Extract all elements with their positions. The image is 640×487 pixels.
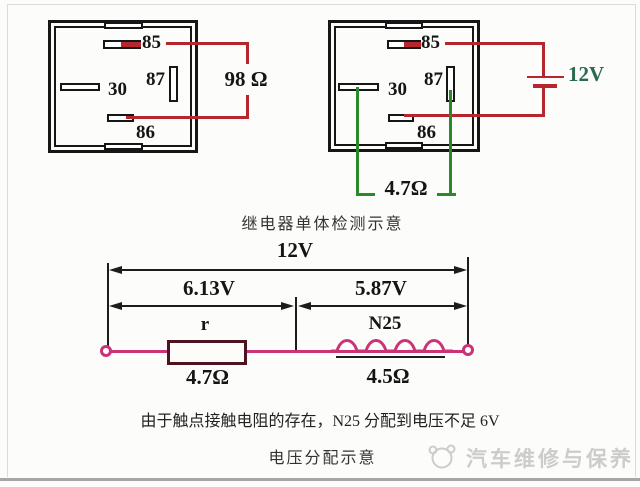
relay-left-pin30-label: 30	[108, 79, 127, 100]
frame-right	[635, 4, 636, 477]
ohmmeter-wire-right-lower	[246, 95, 249, 119]
dim-line-middle	[295, 297, 297, 351]
relay-right-pin86-slot	[388, 114, 414, 122]
relay-right-pin86-label: 86	[417, 122, 436, 143]
resistor-label: r	[200, 314, 210, 335]
relay-left-pin85-label: 85	[142, 32, 161, 53]
green-wire-pin30	[356, 87, 359, 196]
battery-voltage-label: 12V	[568, 62, 605, 86]
watermark-text: 汽车维修与保养	[466, 447, 634, 471]
relay-left-bottom-slot	[104, 143, 143, 150]
right-drop-arrowhead-left	[298, 302, 311, 310]
right-drop-arrow-line	[301, 305, 464, 307]
left-drop-arrow-line	[112, 305, 290, 307]
voltage-caption: 电压分配示意	[268, 450, 377, 467]
circuit-wire	[111, 350, 466, 353]
terminal-left	[100, 345, 112, 357]
bottom-divider	[0, 478, 640, 481]
right-drop-label: 5.87V	[355, 276, 407, 300]
left-drop-arrowhead-left	[109, 302, 122, 310]
battery-plate-negative	[533, 84, 557, 88]
green-wire-pin87	[449, 90, 452, 196]
battery-plate-positive	[527, 76, 564, 78]
relay-right-bottom-slot	[385, 142, 423, 149]
watermark-logo-icon	[428, 444, 456, 469]
relay-left-pin87-slot	[169, 66, 178, 102]
ohmmeter-wire-right-upper	[246, 42, 249, 64]
relay-left-pin87-label: 87	[146, 69, 165, 90]
relay-right-pin87-label: 87	[424, 69, 443, 90]
relay-left-top-slot	[104, 22, 143, 29]
left-drop-label: 6.13V	[183, 276, 235, 300]
total-arrowhead-right	[454, 266, 467, 274]
coil-core-line	[336, 356, 445, 358]
relay-left-pin86-label: 86	[136, 122, 155, 143]
total-arrowhead-left	[109, 266, 122, 274]
relay-right-pin85-label: 85	[421, 32, 440, 53]
left-drop-arrowhead-right	[281, 302, 294, 310]
coil-value: 4.5Ω	[366, 364, 410, 388]
relay-right-pin85-probe	[404, 42, 421, 47]
relay-left-pin85-probe	[121, 42, 141, 47]
relay-right-pin30-label: 30	[388, 79, 407, 100]
relay-left-body: 85 30 87 86	[48, 20, 198, 153]
battery-wire-top	[445, 42, 545, 45]
ohmmeter-wire-bottom	[126, 116, 249, 119]
total-voltage-label: 12V	[276, 238, 314, 262]
frame-left	[7, 4, 8, 477]
dim-line-right	[467, 257, 469, 346]
total-arrow-line	[112, 269, 464, 271]
battery-lead-upper	[542, 42, 545, 77]
coil-label: N25	[368, 313, 402, 334]
terminal-right	[462, 344, 474, 356]
frame-top	[7, 4, 636, 5]
resistor-value: 4.7Ω	[185, 365, 230, 389]
voltage-note: 由于触点接触电阻的存在，N25 分配到电压不足 6V	[140, 413, 500, 430]
resistor-box	[167, 340, 247, 365]
right-drop-arrowhead-right	[454, 302, 467, 310]
battery-wire-bottom	[404, 114, 545, 117]
battery-lead-lower	[542, 88, 545, 117]
relay-right-top-slot	[385, 22, 423, 29]
coil-winding-icon	[330, 339, 454, 353]
green-wire-right-foot	[437, 193, 456, 196]
ohmmeter-reading: 98 Ω	[224, 67, 268, 91]
dim-line-left	[107, 263, 109, 348]
green-wire-left-foot	[356, 193, 375, 196]
relay-left-pin30-slot	[60, 83, 100, 91]
ohmmeter-wire-top	[166, 42, 249, 45]
contact-resistance-reading: 4.7Ω	[384, 176, 428, 200]
relay-test-caption: 继电器单体检测示意	[241, 216, 404, 233]
relay-right-body: 85 30 87 86	[328, 20, 480, 152]
